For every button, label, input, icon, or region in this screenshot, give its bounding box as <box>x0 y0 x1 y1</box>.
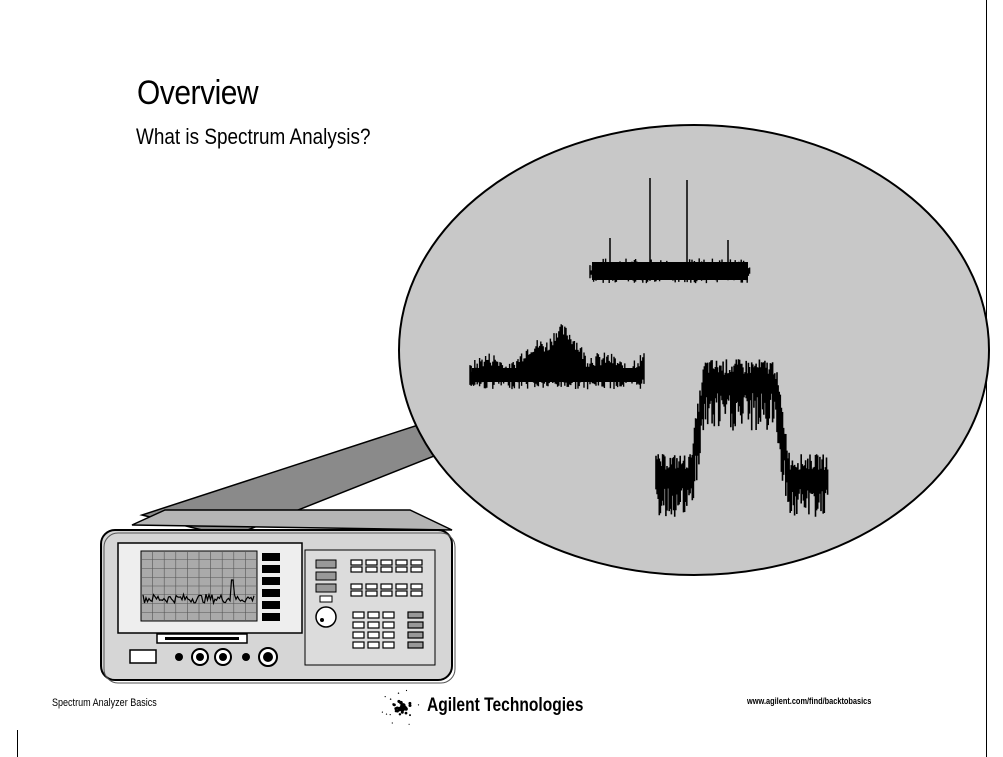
spectrum-bubble <box>398 124 990 576</box>
agilent-spark-icon <box>381 689 420 725</box>
brand-logo: Agilent Technologies <box>377 686 618 726</box>
spectrum-trace-comb <box>589 178 751 284</box>
spectrum-analyzer-icon <box>100 509 456 684</box>
footer-url[interactable]: www.agilent.com/find/backtobasics <box>747 696 872 706</box>
page-subtitle: What is Spectrum Analysis? <box>136 124 371 149</box>
frame-bottom-left-line <box>17 730 18 757</box>
page-title: Overview <box>137 74 259 112</box>
brand-name: Agilent Technologies <box>427 695 584 716</box>
agilent-spark-spacer <box>377 686 417 726</box>
footer-left-text: Spectrum Analyzer Basics <box>52 697 157 709</box>
spectrum-trace-channel <box>655 359 829 517</box>
spectrum-trace-modulated <box>469 324 645 390</box>
